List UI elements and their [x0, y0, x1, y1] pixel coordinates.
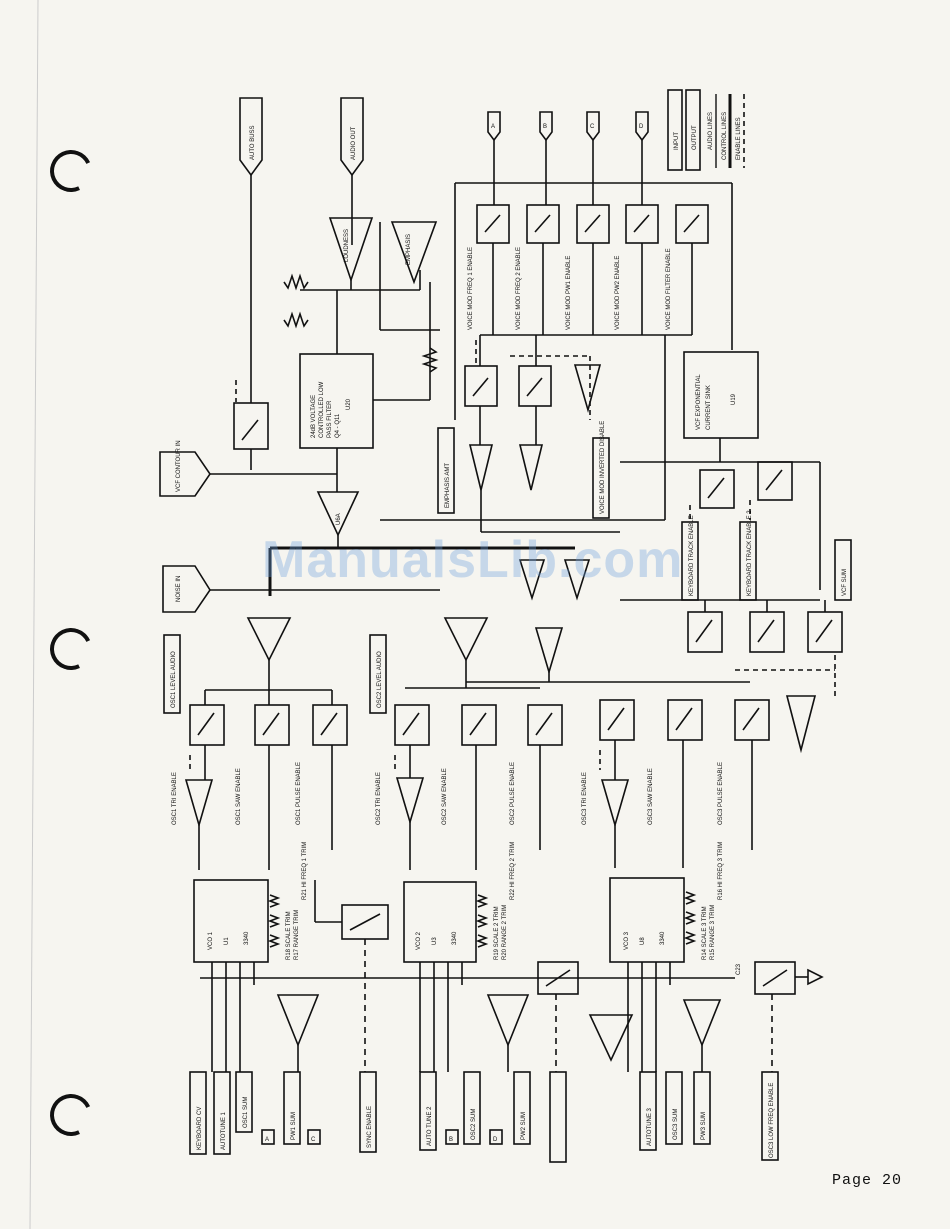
input-d: D — [493, 1137, 498, 1143]
input-osc3-sum: OSC3 SUM — [673, 1109, 679, 1140]
input-autotune-3: AUTOTUNE 3 — [647, 1107, 653, 1146]
sync-enable: SYNC ENABLE — [367, 1106, 373, 1148]
input-osc1-sum: OSC1 SUM — [243, 1097, 249, 1128]
osc1-level: OSC1 LEVEL AUDIO — [171, 651, 177, 708]
vco3-ref: U8 — [640, 937, 646, 945]
vcf-sum: VCF SUM — [842, 569, 848, 596]
input-osc2-sum: OSC2 SUM — [471, 1109, 477, 1140]
osc2-pulse: OSC2 PULSE ENABLE — [510, 762, 516, 825]
page-number: Page 20 — [831, 1172, 902, 1189]
vcf-line-1: 24dB VOLTAGE — [311, 395, 317, 438]
vco2-trim-1: R19 SCALE 2 TRIM — [494, 906, 500, 960]
vco2-ref: U3 — [432, 937, 438, 945]
vco3-name: VCO 3 — [624, 931, 630, 950]
input-keyboard-cv: KEYBOARD CV — [197, 1107, 203, 1150]
sink-line-3: U19 — [731, 393, 737, 405]
amp-loudness: LOUDNESS — [344, 229, 350, 262]
label-audio-out: AUDIO OUT — [351, 126, 357, 160]
keyboard-track-enable-2: KEYBOARD TRACK ENABLE 2 — [747, 510, 753, 596]
osc2-saw: OSC2 SAW ENABLE — [442, 768, 448, 825]
osc3-tri: OSC3 TRI ENABLE — [582, 772, 588, 825]
label-c: C — [590, 124, 595, 130]
emphasis-amt: EMPHASIS AMT — [445, 463, 451, 508]
input-autotune-2: AUTO TUNE 2 — [427, 1106, 433, 1146]
input-c: C — [311, 1137, 316, 1143]
vcf-line-4: Q4 - Q11 — [335, 413, 341, 438]
sink-line-1: VCF EXPONENTIAL — [696, 374, 702, 430]
osc3-pulse: OSC3 PULSE ENABLE — [718, 762, 724, 825]
c23-label: C23 — [736, 963, 742, 975]
voice-mod-inverted: VOICE MOD INVERTED DISABLE — [600, 421, 606, 514]
amp-emphasis: EMPHASIS — [406, 234, 412, 265]
keyboard-track-enable: KEYBOARD TRACK ENABLE — [689, 515, 695, 596]
vcf-line-5: U20 — [346, 398, 352, 410]
legend-enable-lines: ENABLE LINES — [736, 117, 742, 160]
voice-mod-pw1: VOICE MOD PW1 ENABLE — [566, 256, 572, 330]
vco1-ref: U1 — [224, 937, 230, 945]
label-d: D — [639, 124, 644, 130]
voice-mod-freq1: VOICE MOD FREQ 1 ENABLE — [468, 247, 474, 330]
label-auto-buss: AUTO BUSS — [250, 125, 256, 160]
voice-mod-filter: VOICE MOD FILTER ENABLE — [666, 248, 672, 330]
vco1-trim-1: R18 SCALE TRIM — [286, 911, 292, 960]
vco2-chip: 3340 — [452, 931, 458, 945]
watermark: ManualsLib.com — [262, 531, 684, 589]
label-vcf-contour: VCF CONTOUR IN — [176, 440, 182, 492]
legend-control-lines: CONTROL LINES — [722, 112, 728, 160]
vco1-trim-3: R21 HI FREQ 1 TRIM — [302, 842, 308, 900]
vco1-name: VCO 1 — [208, 931, 214, 950]
input-autotune-1: AUTOTUNE 1 — [221, 1111, 227, 1150]
sink-line-2: CURRENT SINK — [706, 385, 712, 430]
label-a: A — [491, 124, 495, 130]
vco2-trim-2: R20 RANGE 2 TRIM — [502, 905, 508, 960]
vco3-chip: 3340 — [660, 931, 666, 945]
vcf-line-2: CONTROLLED LOW — [319, 381, 325, 438]
vco2-name: VCO 2 — [416, 931, 422, 950]
legend-audio-lines: AUDIO LINES — [708, 112, 714, 150]
vco1-chip: 3340 — [244, 931, 250, 945]
osc1-tri: OSC1 TRI ENABLE — [172, 772, 178, 825]
voice-mod-freq2: VOICE MOD FREQ 2 ENABLE — [516, 247, 522, 330]
legend-input: INPUT — [674, 132, 680, 150]
osc3-saw: OSC3 SAW ENABLE — [648, 768, 654, 825]
vco1-trim-2: R17 RANGE TRIM — [294, 910, 300, 960]
vco3-trim-2: R15 RANGE 3 TRIM — [710, 905, 716, 960]
osc1-saw: OSC1 SAW ENABLE — [236, 768, 242, 825]
input-pw1-sum: PW1 SUM — [291, 1112, 297, 1140]
input-pw2-sum: PW2 SUM — [521, 1112, 527, 1140]
voice-mod-pw2: VOICE MOD PW2 ENABLE — [615, 256, 621, 330]
legend-output: OUTPUT — [692, 125, 698, 150]
vco2-trim-3: R22 HI FREQ 2 TRIM — [510, 842, 516, 900]
label-b: B — [543, 124, 547, 130]
amp-u6a: U6A — [336, 513, 342, 525]
vcf-line-3: PASS FILTER — [327, 400, 333, 438]
osc3-low-freq: OSC3 LOW FREQ ENABLE — [769, 1083, 775, 1158]
osc2-tri: OSC2 TRI ENABLE — [376, 772, 382, 825]
vco3-trim-3: R16 HI FREQ 3 TRIM — [718, 842, 724, 900]
input-a: A — [265, 1137, 269, 1143]
osc1-pulse: OSC1 PULSE ENABLE — [296, 762, 302, 825]
input-b: B — [449, 1137, 453, 1143]
vco3-trim-1: R14 SCALE 3 TRIM — [702, 906, 708, 960]
input-pw3-sum: PW3 SUM — [701, 1112, 707, 1140]
osc2-level: OSC2 LEVEL AUDIO — [377, 651, 383, 708]
label-noise-in: NOISE IN — [176, 576, 182, 602]
